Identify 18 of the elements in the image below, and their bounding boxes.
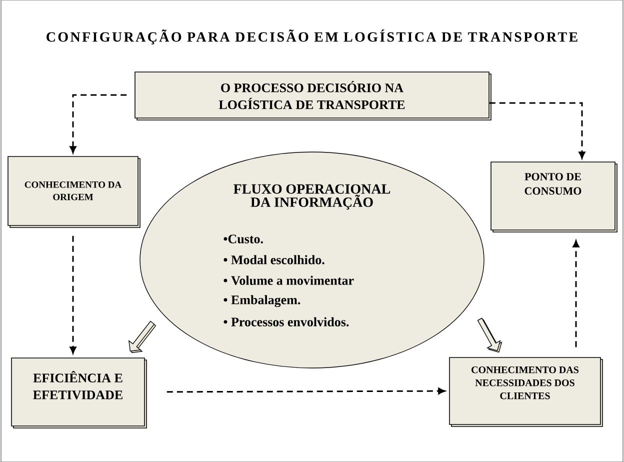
process-box: PONTO DE CONSUMO [490, 162, 618, 232]
arrow [70, 236, 76, 354]
list-item: • Modal escolhido. [224, 255, 324, 264]
arrow [572, 240, 580, 348]
process-box: CONHECIMENTO DAS NECESSIDADES DOS CLIENTES [449, 357, 603, 427]
process-box: O PROCESSO DECISÓRIO NA LOGÍSTICA DE TRANSPORTE [134, 72, 492, 120]
heading: FLUXO OPERACIONAL DA INFORMAÇÃO [234, 184, 390, 210]
list-item: • Volume a movimentar [224, 276, 354, 285]
arrow [489, 102, 586, 159]
arrow [70, 94, 127, 154]
arrow [166, 388, 446, 394]
title: CONFIGURAÇÃO PARA DECISÃO EM LOGÍSTICA DE TRANSPORTE [46, 30, 578, 44]
process-box: EFICIÊNCIA E EFETIVIDADE [11, 358, 147, 428]
list-item: • Embalagem. [224, 295, 300, 308]
block-arrow [477, 318, 502, 353]
list-item: •Custo. [224, 234, 263, 244]
list-item: • Processos envolvidos. [224, 317, 349, 326]
process-box: CONHECIMENTO DA ORIGEM [8, 156, 140, 228]
